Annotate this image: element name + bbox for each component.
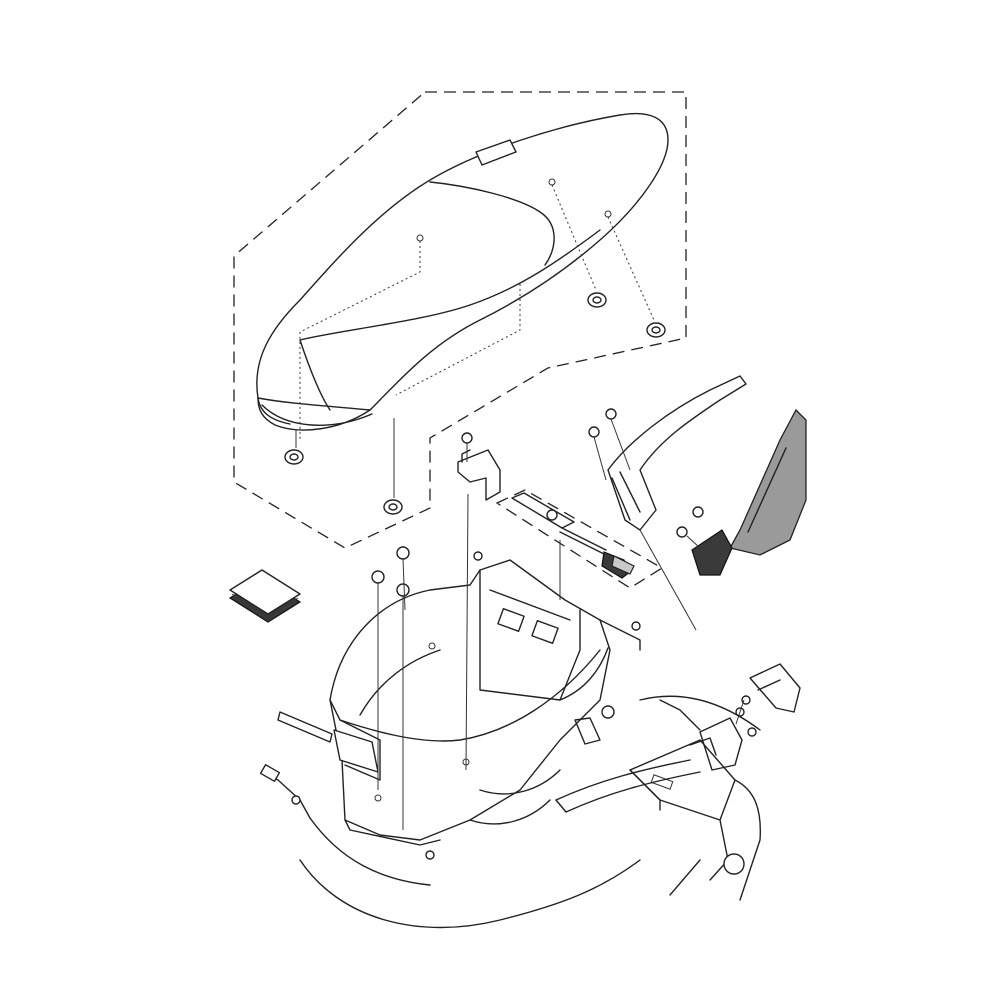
seat-lock-cable <box>259 763 431 886</box>
seat-hinge <box>689 663 801 771</box>
grab-bar <box>588 375 747 631</box>
tool-kit <box>511 492 635 579</box>
utility-box-fasteners <box>371 493 641 860</box>
seat-damper <box>284 292 666 515</box>
seat <box>256 112 669 431</box>
tool-kit-boundary <box>495 489 664 589</box>
grab-bar-cover <box>676 408 807 576</box>
utility-box-rod <box>277 711 333 743</box>
utility-box <box>329 559 641 846</box>
rear-frame <box>555 695 762 901</box>
seat-fastener-locations <box>299 178 655 440</box>
seat-assembly-boundary <box>233 91 687 549</box>
seat-lock-hook <box>457 432 501 501</box>
owners-manual <box>228 569 302 623</box>
outline-sweep <box>299 859 641 929</box>
